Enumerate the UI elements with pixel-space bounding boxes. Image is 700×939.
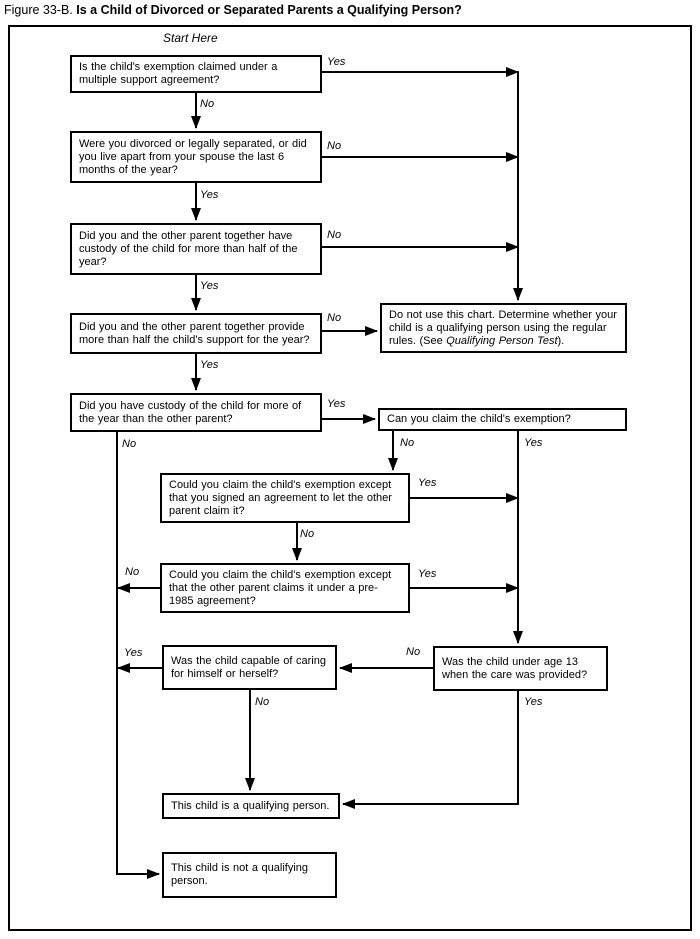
edge-label-claim-yes: Yes [524,437,543,449]
edge-label-q9-yes: Yes [124,647,143,659]
edge-label-q9-no: No [255,696,270,708]
node-qualifying-text: This child is a qualifying person. [171,799,330,812]
edge-label-q1-yes: Yes [327,56,346,68]
node-do-not-use-text: Do not use this chart. Determine whether… [389,309,618,348]
node-q2-divorced-separated: Were you divorced or legally separated, … [70,131,322,183]
node-claim-exemption: Can you claim the child's exemption? [378,408,627,431]
edge-label-q5-yes: Yes [327,398,346,410]
node-not-qualifying-person: This child is not a qualifying person. [162,852,337,898]
node-q6-signed-agreement: Could you claim the child's exemption ex… [160,473,410,523]
node-q9-text: Was the child capable of caring for hims… [171,654,326,680]
node-qualifying-person: This child is a qualifying person. [162,793,340,819]
node-q5-text: Did you have custody of the child for mo… [79,399,302,425]
edge-label-q8-no: No [406,646,421,658]
edge-label-q6-yes: Yes [418,477,437,489]
edge-label-q4-no: No [327,312,342,324]
node-q2-text: Were you divorced or legally separated, … [79,137,307,176]
node-q3-custody-together: Did you and the other parent together ha… [70,223,322,275]
figure-number: Figure 33-B. [4,3,73,17]
node-q3-text: Did you and the other parent together ha… [79,229,298,268]
edge-label-claim-no: No [400,437,415,449]
figure-heading: Is a Child of Divorced or Separated Pare… [76,3,462,17]
node-claim-text: Can you claim the child's exemption? [387,413,571,425]
node-q7-pre-1985-agreement: Could you claim the child's exemption ex… [160,563,410,613]
edge-label-q4-yes: Yes [200,359,219,371]
node-q1-multiple-support: Is the child's exemption claimed under a… [70,55,322,93]
figure-title: Figure 33-B. Is a Child of Divorced or S… [4,3,462,17]
edge-label-q5-no: No [122,438,137,450]
node-q8-under-age-13: Was the child under age 13 when the care… [433,646,608,691]
edge-label-q8-yes: Yes [524,696,543,708]
edge-label-q7-yes: Yes [418,568,437,580]
do-not-use-italic: Qualifying Person Test [446,334,558,347]
edge-label-q7-no: No [125,566,140,578]
edge-label-q3-yes: Yes [200,280,219,292]
chart-border [8,25,692,931]
start-here-label: Start Here [163,31,218,45]
edge-label-q1-no: No [200,98,215,110]
node-do-not-use-chart: Do not use this chart. Determine whether… [380,303,627,353]
node-q1-text: Is the child's exemption claimed under a… [79,61,278,86]
node-not-qualifying-text: This child is not a qualifying person. [171,862,309,887]
do-not-use-after: ). [557,334,565,347]
edge-label-q2-no: No [327,140,342,152]
edge-label-q3-no: No [327,229,342,241]
node-q6-text: Could you claim the child's exemption ex… [169,478,392,517]
node-q8-text: Was the child under age 13 when the care… [442,655,588,681]
node-q9-capable-of-caring: Was the child capable of caring for hims… [162,645,337,690]
edge-label-q6-no: No [300,528,315,540]
node-q4-text: Did you and the other parent together pr… [79,320,310,346]
do-not-use-before: Do not use this chart. Determine whether… [389,308,617,347]
node-q4-support-together: Did you and the other parent together pr… [70,313,322,354]
edge-label-q2-yes: Yes [200,189,219,201]
node-q7-text: Could you claim the child's exemption ex… [169,568,392,607]
node-q5-custody-more: Did you have custody of the child for mo… [70,393,322,432]
